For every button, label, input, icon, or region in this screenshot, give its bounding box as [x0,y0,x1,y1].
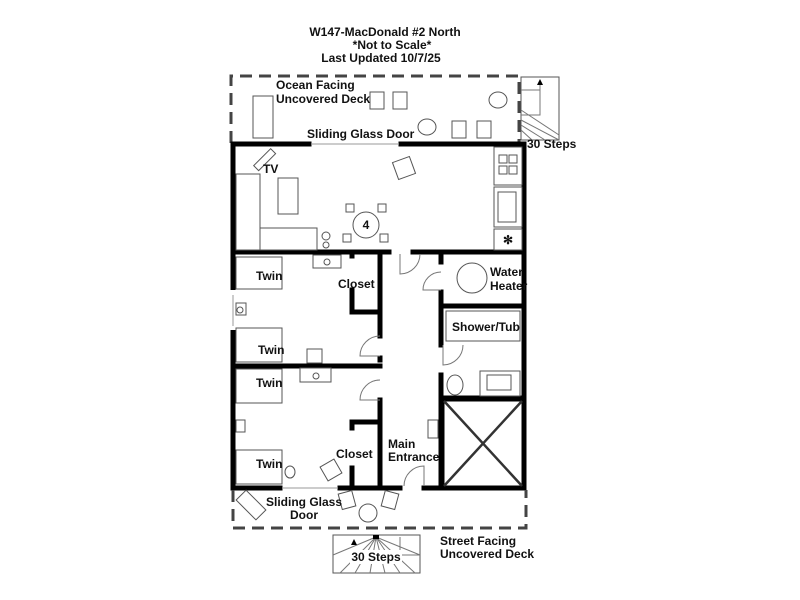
chair [476,120,492,139]
tv-label: TV [263,162,278,176]
scale-note: *Not to Scale* [353,38,432,52]
main-entrance-label: Main [388,437,415,451]
plan-title: W147-MacDonald #2 North [309,25,460,39]
lounge-chair [252,95,274,139]
bathroom-area: Water Heater Shower/Tub [442,262,528,487]
closet-label: Closet [336,447,373,461]
shower-tub [445,310,521,342]
ocean-facing-deck: Ocean Facing Uncovered Deck Sliding Glas… [229,74,521,143]
shower-tub-label: Shower/Tub [452,320,520,334]
round-table [417,118,437,136]
ocean-deck-label: Uncovered Deck [276,92,370,106]
lamp-icon [322,241,330,249]
water-heater-label: Heater [490,279,528,293]
tv-icon [252,147,277,172]
closet-label: Closet [338,277,375,291]
storage-closed [443,400,523,487]
chair [451,120,467,139]
last-updated: Last Updated 10/7/25 [321,51,441,65]
side-table [321,231,331,241]
twin-label: Twin [256,269,282,283]
bottom-steps-label: 30 Steps [351,550,401,564]
street-facing-deck: Sliding Glass Door Street Facing Uncover… [231,489,534,561]
top-sliding-door-label: Sliding Glass Door [307,127,415,141]
living-area: TV 4 ✻ [235,146,523,251]
up-arrow-icon [537,79,543,85]
dishwasher [493,228,523,251]
twin-bed [235,368,283,404]
bottom-sliding-door-label: Door [290,508,318,522]
chair [392,91,408,110]
bedroom-1: Twin Twin Closet [235,254,381,364]
nightstand [235,419,246,433]
round-table [488,91,508,109]
coffee-table [277,177,299,215]
coat-rack [427,419,439,439]
top-stairs: 30 Steps [520,76,577,151]
toilet [446,374,464,396]
armchair [391,155,417,181]
ocean-deck-label: Ocean Facing [276,78,355,92]
sofa [259,227,318,251]
dining-chair [377,203,387,213]
armchair [319,458,343,482]
sofa [235,173,261,251]
twin-label: Twin [256,376,282,390]
water-heater [456,262,488,294]
dining-table [352,211,380,239]
top-steps-label: 30 Steps [527,137,577,151]
street-deck-label: Uncovered Deck [440,547,534,561]
chair [306,348,323,364]
chair [337,489,357,511]
chair [369,91,385,110]
twin-bed [235,256,283,290]
twin-label: Twin [258,343,284,357]
street-deck-label: Street Facing [440,534,516,548]
round-table [358,503,378,523]
chair [380,489,400,511]
twin-bed [235,449,283,485]
main-entrance-label: Entrance [388,450,440,464]
water-heater-label: Water [490,265,523,279]
dining-chair [345,203,355,213]
up-arrow-icon [351,539,357,545]
bottom-stairs: 30 Steps [332,534,421,574]
walls [230,141,527,491]
table-seats: 4 [363,218,370,232]
twin-bed [235,327,283,363]
lounge-chair [235,489,267,521]
twin-label: Twin [256,457,282,471]
bedroom-2: Twin Twin Closet [235,367,381,485]
hallway: Main Entrance [388,253,442,487]
dining-chair [379,233,389,243]
stove [493,146,523,186]
dining-chair [342,233,352,243]
lamp-icon [284,465,296,479]
snowflake-icon: ✻ [503,233,513,247]
bottom-sliding-door-label: Sliding Glass [266,495,342,509]
